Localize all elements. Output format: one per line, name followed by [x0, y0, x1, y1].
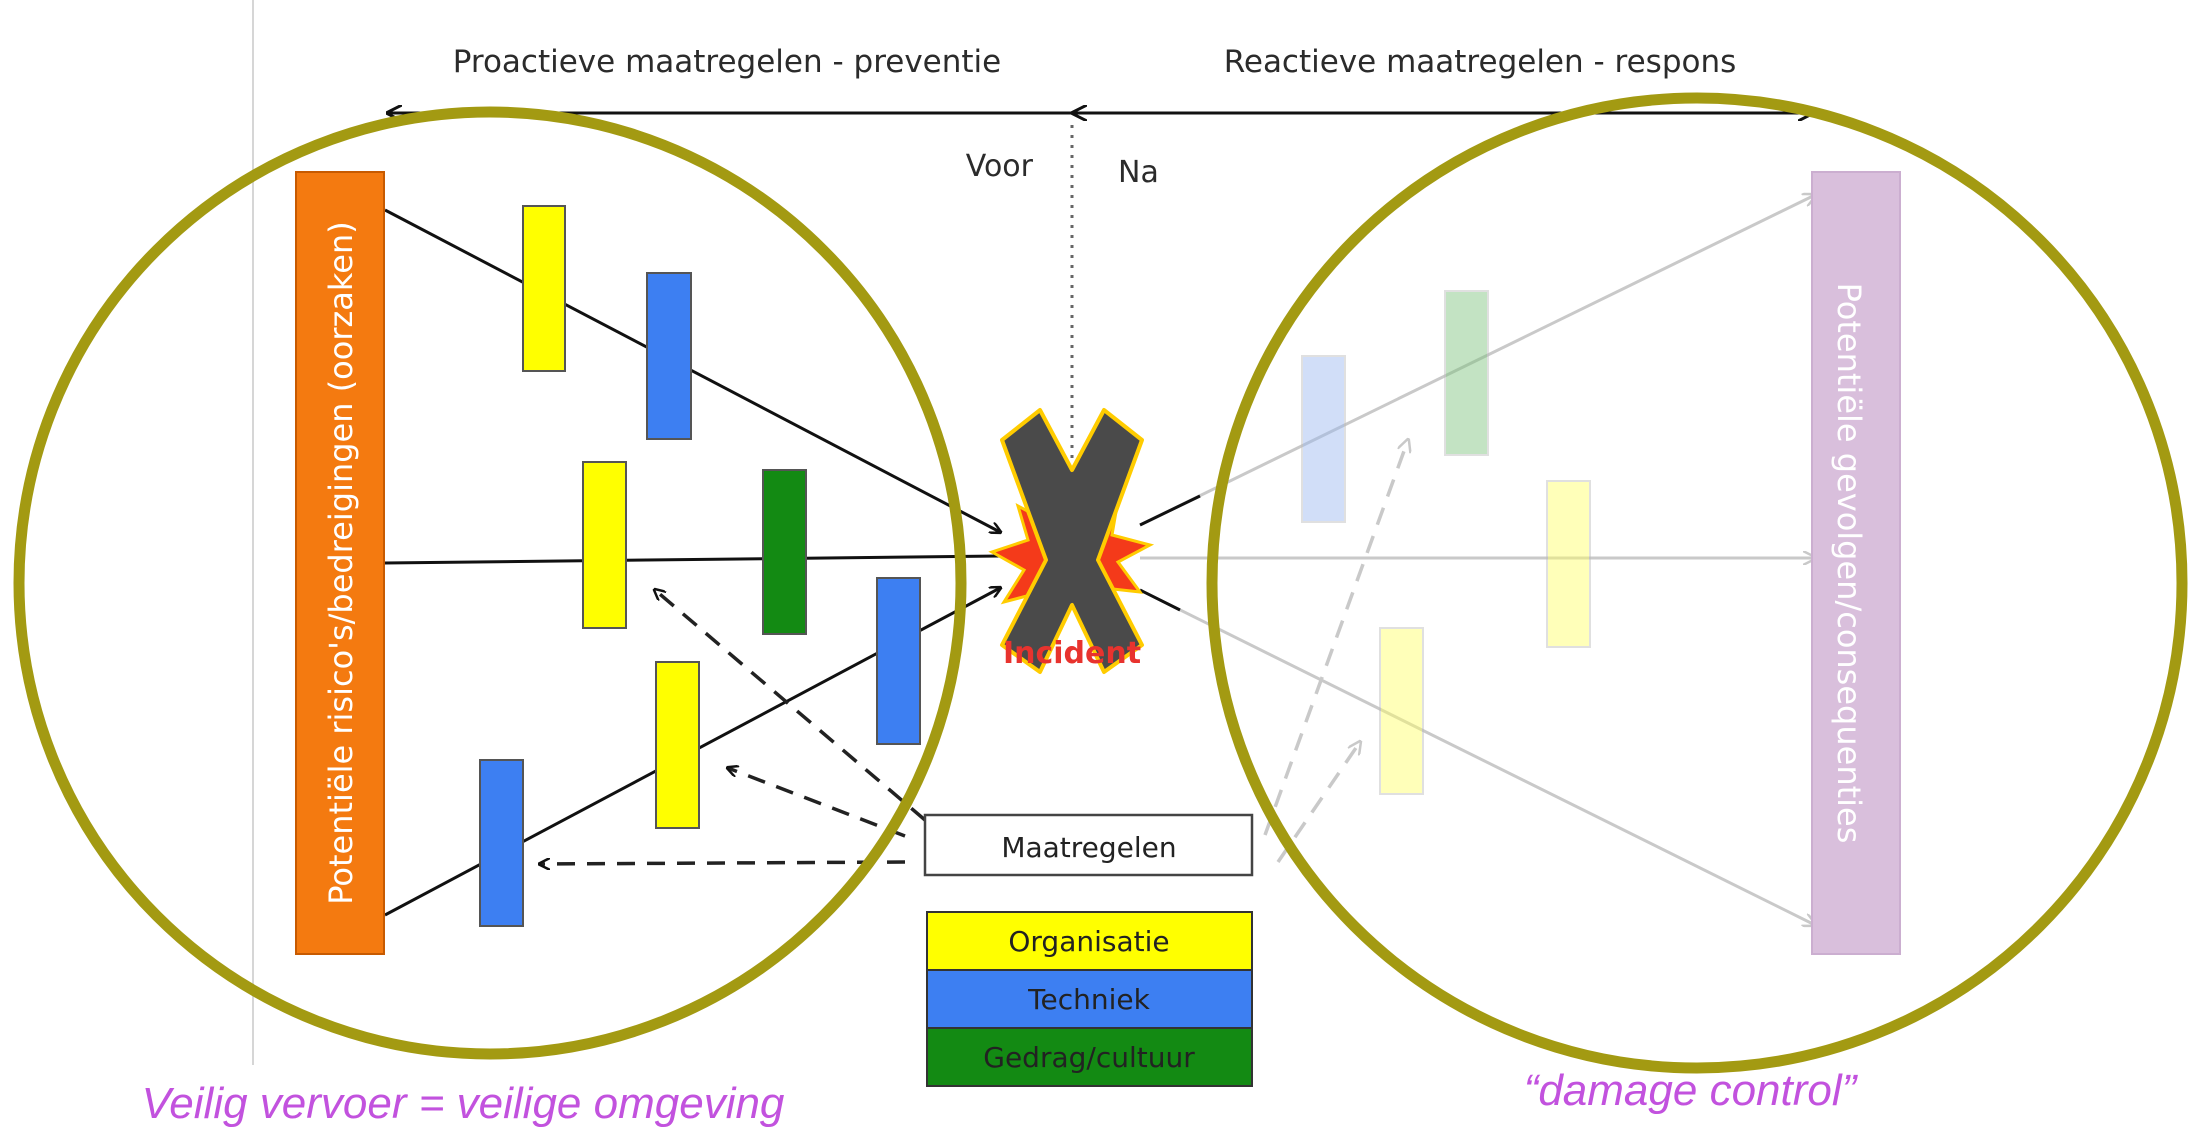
consequences-label: Potentiële gevolgen/consequenties [1830, 283, 1868, 844]
measure-arrows [540, 440, 1408, 864]
consequence-lines [1139, 195, 1815, 925]
measures-box [923, 813, 1254, 877]
barrier-organisatie-faded [1379, 627, 1424, 795]
left-barriers [479, 205, 921, 927]
barrier-techniek [479, 759, 524, 927]
causes-bar [295, 171, 385, 955]
reactive-label: Reactieve maatregelen - respons [1224, 44, 1737, 80]
cause-line-top [384, 208, 1000, 532]
right-barriers [1301, 290, 1591, 795]
consequence-line-top [1139, 195, 1815, 527]
measures-label: Maatregelen [1001, 831, 1176, 864]
barrier-gedrag [762, 469, 807, 635]
barrier-organisatie [655, 661, 700, 829]
barrier-techniek [646, 272, 692, 440]
right-caption: “damage control” [1524, 1066, 1859, 1115]
right-circle [1206, 92, 2188, 1074]
measure-arrow-faded [1276, 742, 1360, 863]
after-label: Na [1118, 155, 1159, 190]
barrier-techniek-faded [1301, 355, 1346, 523]
measure-arrow-faded [1263, 440, 1408, 836]
x-mark-icon [1000, 408, 1144, 674]
before-label: Voor [966, 149, 1034, 184]
consequence-line-bottom [1139, 588, 1815, 925]
legend-gedrag-swatch [926, 1027, 1253, 1087]
legend: Organisatie Techniek Gedrag/cultuur [926, 911, 1253, 1087]
legend-organisatie-label: Organisatie [1008, 925, 1169, 958]
proactive-label: Proactieve maatregelen - preventie [453, 44, 1002, 80]
header: Proactieve maatregelen - preventie React… [388, 44, 1812, 460]
barrier-gedrag-faded [1444, 290, 1489, 456]
left-circle [13, 106, 967, 1060]
causes-label: Potentiële risico's/bedreigingen (oorzak… [322, 221, 360, 904]
legend-techniek-swatch [926, 969, 1253, 1029]
incident-label: Incident [1003, 636, 1141, 671]
barrier-organisatie-faded [1546, 480, 1591, 648]
measure-arrow [540, 862, 906, 864]
legend-gedrag-label: Gedrag/cultuur [983, 1041, 1195, 1074]
left-caption: Veilig vervoer = veilige omgeving [142, 1079, 785, 1128]
cause-line-middle [384, 554, 1001, 565]
consequence-line-top-dark [1139, 494, 1201, 527]
consequence-line-bottom-dark [1139, 588, 1181, 612]
barrier-techniek [876, 577, 921, 745]
legend-techniek-label: Techniek [1027, 983, 1150, 1016]
consequences-bar [1811, 171, 1901, 955]
measure-arrow [728, 768, 906, 838]
barrier-organisatie [582, 461, 627, 629]
barrier-organisatie [522, 205, 566, 372]
